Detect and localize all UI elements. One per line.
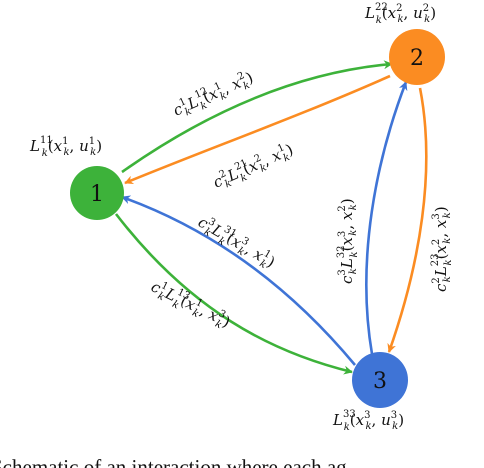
edge-3-to-1 bbox=[121, 195, 356, 366]
edge-2-to-1 bbox=[124, 74, 391, 185]
node-1: 1 bbox=[70, 166, 124, 220]
edge-1-to-2 bbox=[121, 60, 393, 174]
edge-3-to-2 bbox=[365, 81, 408, 355]
node-3: 3 bbox=[352, 352, 408, 408]
edge-1-to-3 bbox=[114, 213, 353, 375]
edge-2-to-1-label: c2kL21k(x2k, x1k) bbox=[209, 139, 297, 196]
edge-1-to-2-label: c1kL12k(x1k, x2k) bbox=[169, 67, 257, 124]
node-1-label: 1 bbox=[90, 182, 104, 207]
node-2-label: 2 bbox=[410, 46, 424, 71]
node-2: 2 bbox=[389, 29, 445, 85]
node-1-circle bbox=[70, 166, 124, 220]
node-3-label: 3 bbox=[373, 369, 387, 394]
edge-1-to-3-label: c1kL13k(x1k, x3k) bbox=[146, 276, 234, 335]
edge-3-to-1-label: c3kL31k(x3k, x1k) bbox=[193, 211, 279, 275]
caption: Schematic of an interaction where each a… bbox=[0, 455, 347, 468]
node-2-circle bbox=[389, 29, 445, 85]
edge-2-to-3 bbox=[387, 87, 428, 353]
node-3-circle bbox=[352, 352, 408, 408]
